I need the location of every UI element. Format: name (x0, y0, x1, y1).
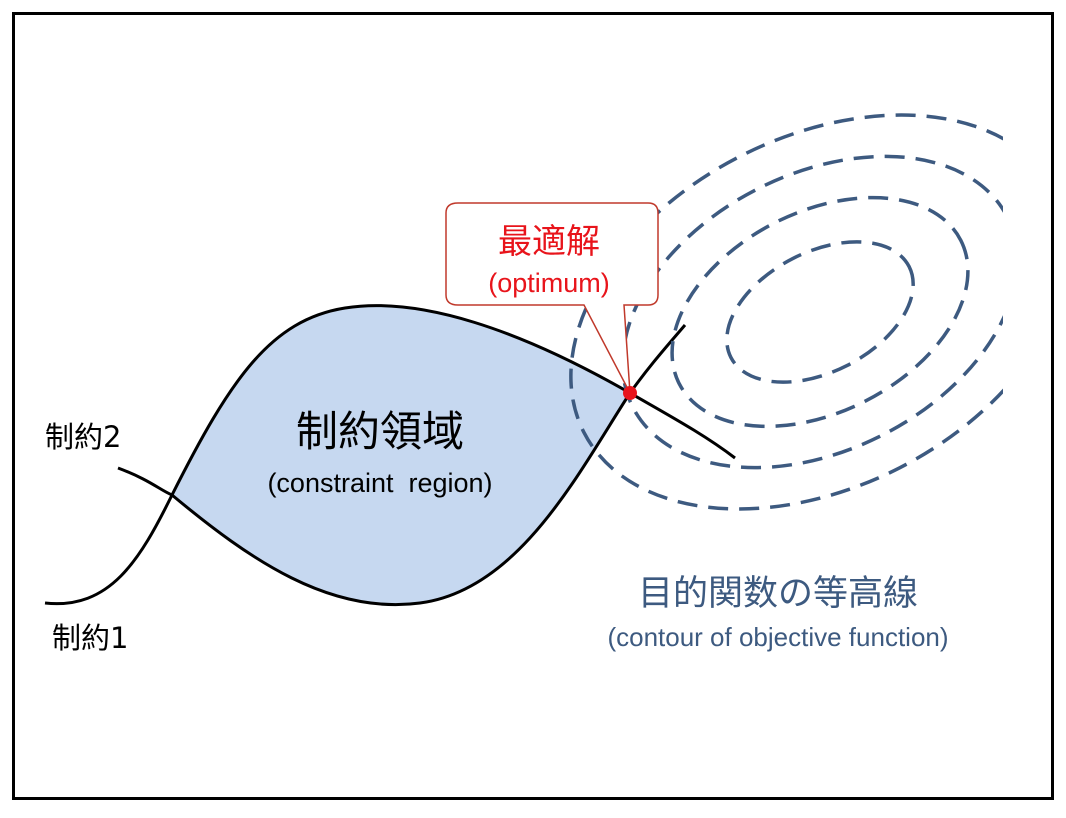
optimum-label-en: (optimum) (488, 268, 610, 298)
constraint-1-curve (44, 304, 736, 606)
contour-label-en: (contour of objective function) (607, 622, 948, 652)
region-label-en: (constraint region) (267, 468, 492, 498)
optimum-callout (445, 202, 659, 394)
contour-1 (725, 240, 915, 384)
contour-label-jp: 目的関数の等高線 (638, 574, 918, 614)
constraint-1-label: 制約1 (52, 621, 128, 655)
constraint-2-label: 制約2 (45, 420, 121, 454)
outer-margin-mask (1051, 12, 1066, 818)
contour-2 (670, 195, 970, 429)
constraint-region (172, 305, 630, 605)
contour-3 (620, 154, 1020, 470)
optimum-label-jp: 最適解 (498, 222, 600, 262)
region-label-jp: 制約領域 (296, 407, 464, 456)
contour-clip-mask (1003, 15, 1051, 795)
optimum-point (623, 386, 637, 400)
